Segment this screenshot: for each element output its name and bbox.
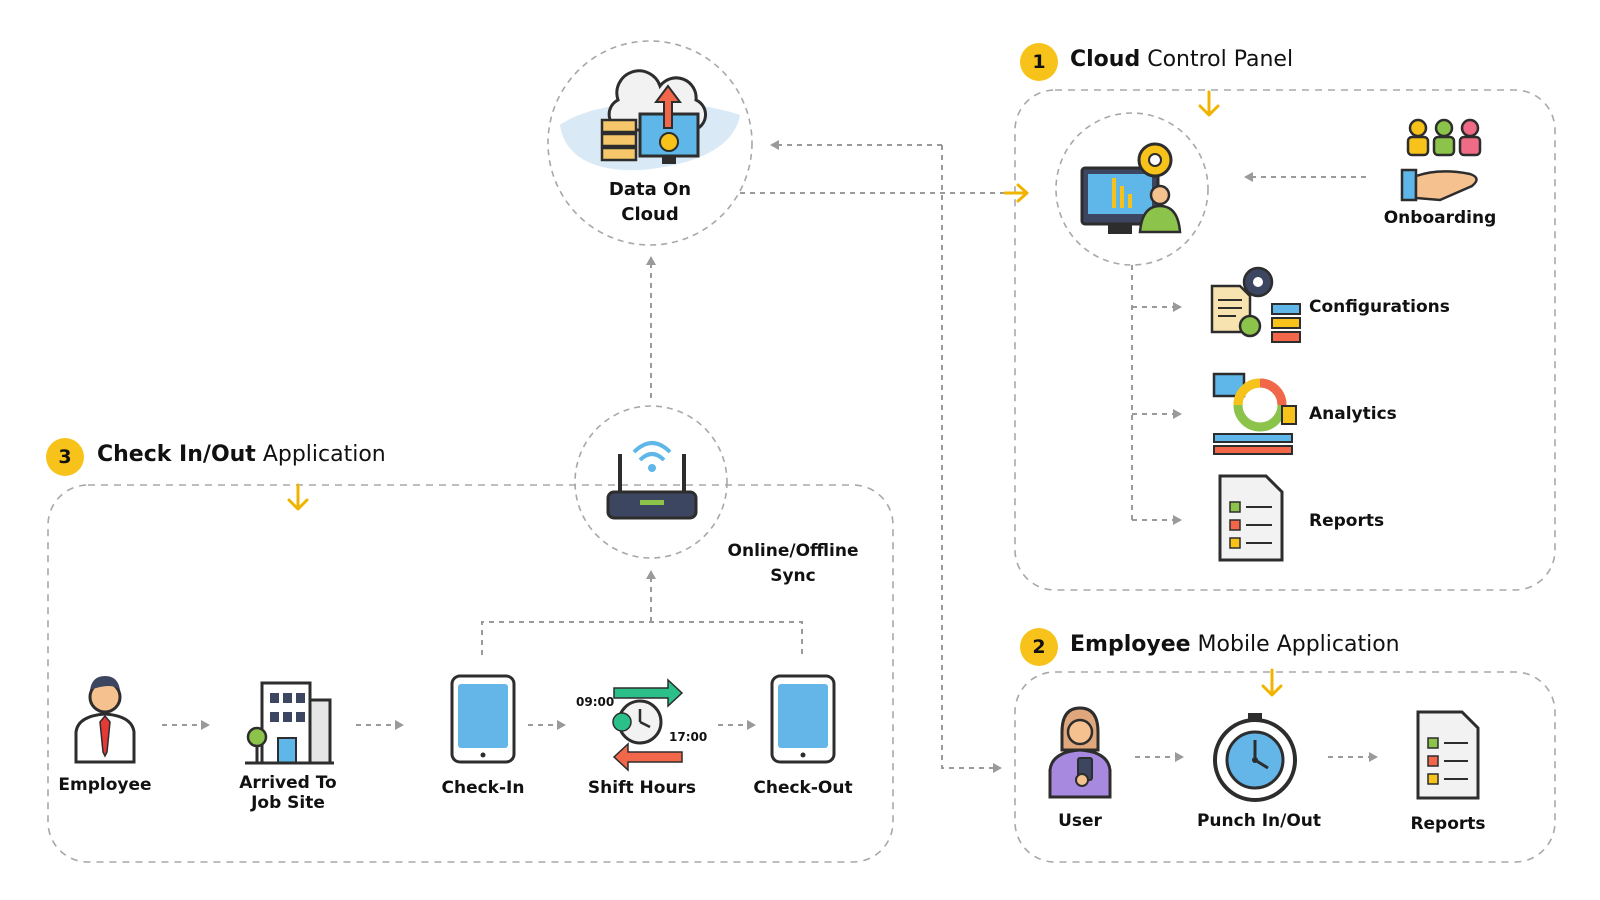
shift-end-time: 17:00 — [669, 730, 708, 744]
check-out-label: Check-Out — [753, 778, 853, 798]
check-in-label: Check-In — [441, 778, 525, 798]
cloud-panel-title-rest: Control Panel — [1140, 47, 1294, 72]
control-panel-circle — [1055, 112, 1209, 266]
data-on-cloud-circle — [547, 40, 753, 246]
building-icon — [245, 681, 334, 765]
shift-hours-label: Shift Hours — [587, 778, 697, 798]
section-badge-3: 3 — [46, 438, 84, 476]
punch-label: Punch In/Out — [1196, 811, 1322, 831]
section-badge-1: 1 — [1020, 43, 1058, 81]
cloud-to-panel-arrow-icon — [1003, 183, 1029, 203]
monitor-analytics-icon — [1080, 142, 1182, 234]
data-on-cloud-label: Data On Cloud — [608, 179, 692, 225]
shift-start-time: 09:00 — [576, 695, 615, 709]
mobile-entry-arrow-icon — [1261, 668, 1283, 697]
onboarding-people-icon — [1400, 118, 1482, 202]
mobile-app-title: Employee Mobile Application — [1070, 632, 1400, 657]
sync-label: Online/Offline Sync — [727, 541, 859, 586]
checkin-app-box — [47, 484, 894, 863]
connector-devices-to-sync — [481, 621, 803, 655]
router-circle — [574, 405, 728, 559]
checkin-entry-arrow-icon — [287, 483, 309, 511]
stopwatch-icon — [1213, 713, 1297, 802]
cloud-server-icon — [560, 69, 740, 171]
shift-clock-icon — [612, 678, 684, 772]
checkin-app-title-bold: Check In/Out — [97, 442, 256, 467]
analytics-icon — [1212, 372, 1297, 455]
mobile-app-box — [1014, 671, 1556, 863]
configurations-icon — [1210, 266, 1301, 343]
tablet-icon — [770, 674, 836, 764]
mobile-app-title-rest: Mobile Application — [1190, 632, 1400, 657]
reports-panel-label: Reports — [1309, 511, 1385, 531]
configurations-label: Configurations — [1309, 297, 1450, 317]
cloud-panel-title: Cloud Control Panel — [1070, 47, 1293, 72]
employee-label: Employee — [58, 775, 152, 795]
mobile-app-title-bold: Employee — [1070, 632, 1191, 657]
section-badge-2: 2 — [1020, 628, 1058, 666]
user-phone-icon — [1048, 706, 1112, 799]
report-document-icon — [1218, 474, 1284, 562]
panel-entry-arrow-icon — [1198, 90, 1220, 117]
checkin-app-title-rest: Application — [255, 442, 386, 467]
reports-mobile-label: Reports — [1410, 814, 1486, 834]
checkin-app-title: Check In/Out Application — [97, 442, 386, 467]
cloud-panel-box — [1014, 89, 1556, 591]
analytics-label: Analytics — [1309, 404, 1397, 424]
user-label: User — [1058, 811, 1102, 831]
connector-panel-to-mobile — [941, 145, 1002, 773]
tablet-icon — [450, 674, 516, 764]
employee-icon — [74, 676, 136, 764]
arrived-label: Arrived To Job Site — [239, 773, 337, 813]
cloud-panel-title-bold: Cloud — [1070, 47, 1141, 72]
report-document-icon — [1416, 710, 1480, 800]
onboarding-label: Onboarding — [1383, 208, 1497, 228]
router-icon — [606, 441, 698, 520]
